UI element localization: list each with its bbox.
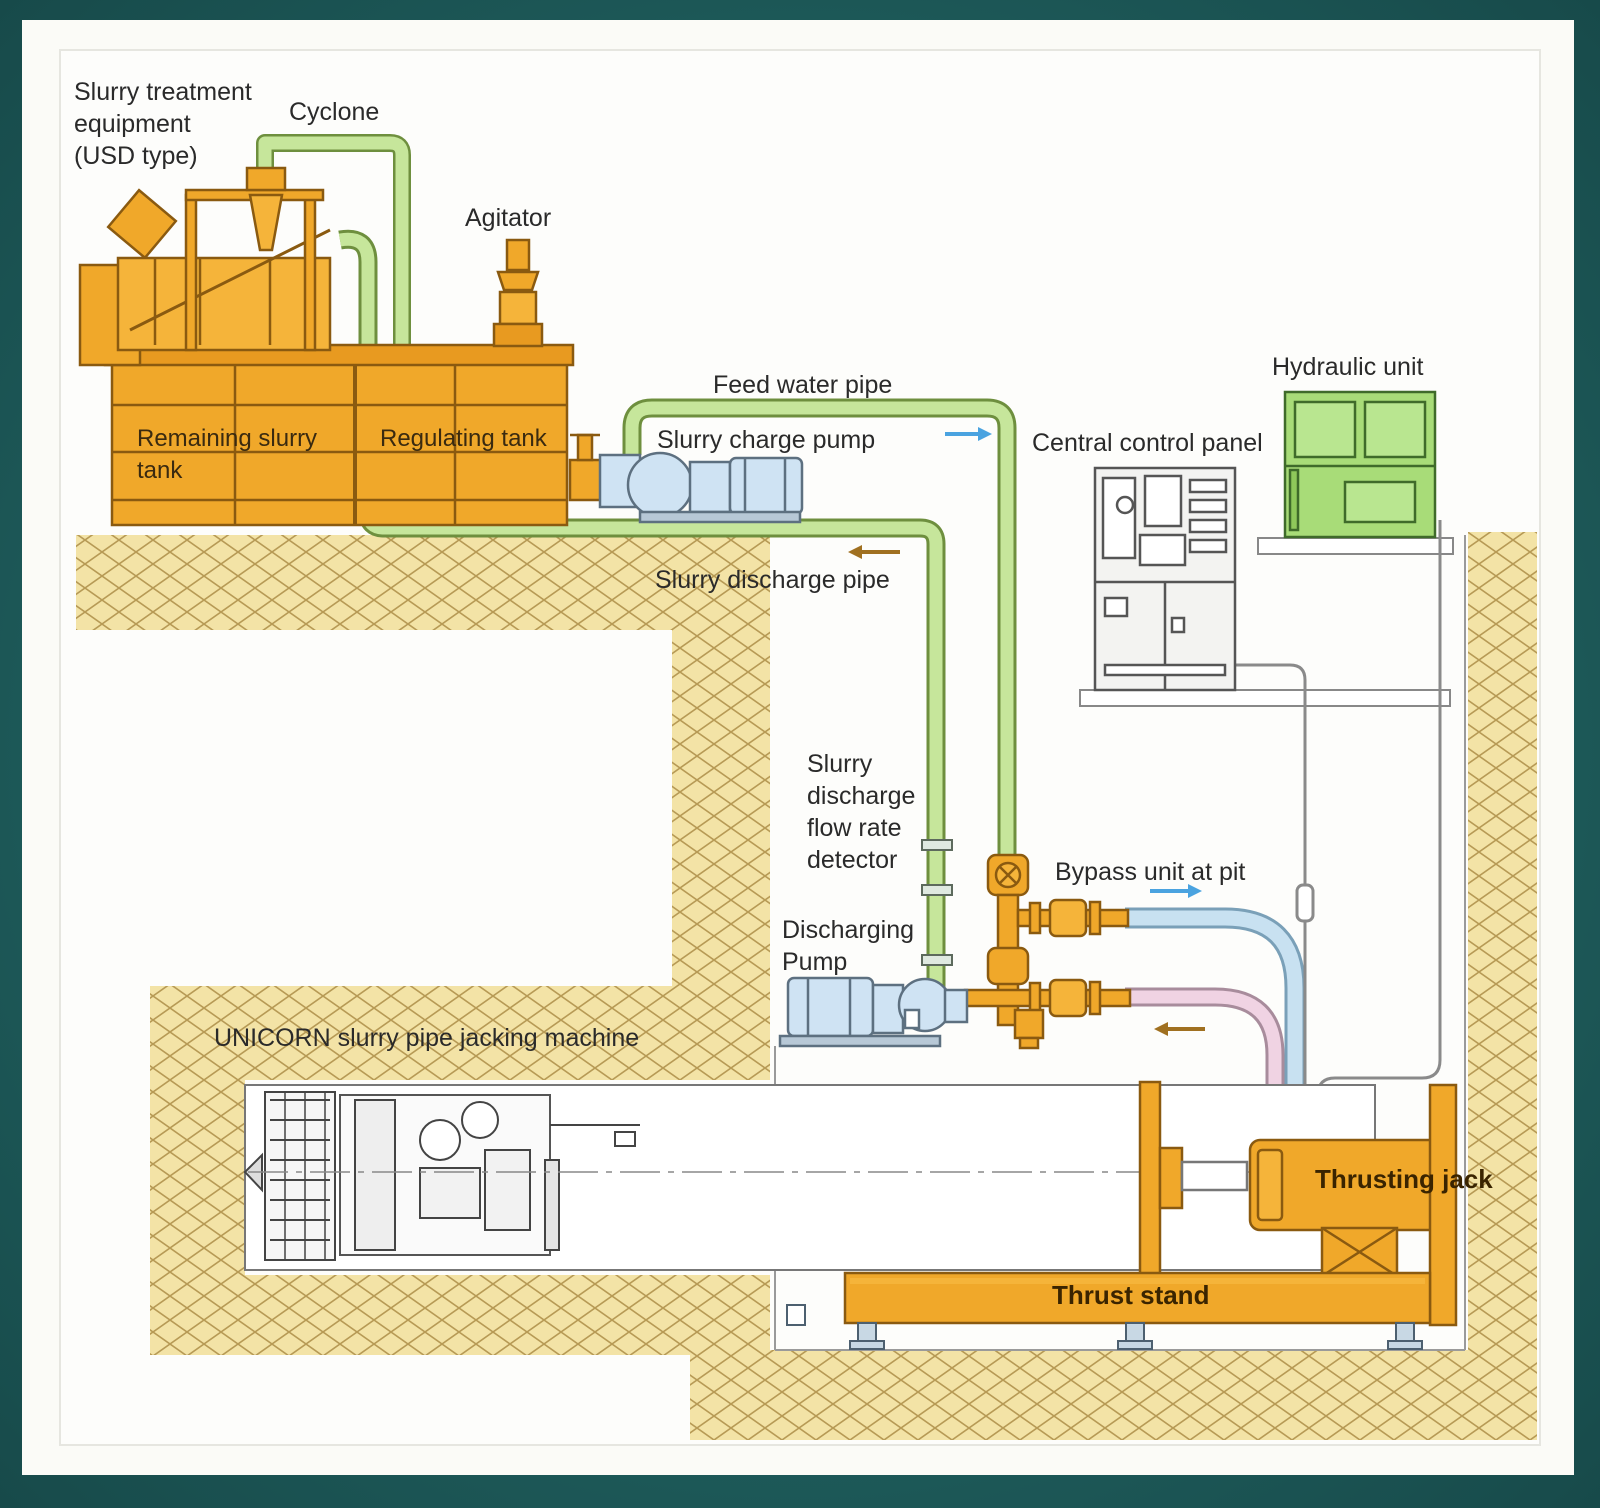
thrusting-jack-assembly: [843, 1080, 1458, 1327]
label-slurry-treatment-line-1: Slurry treatment: [74, 78, 252, 106]
label-remaining-slurry-tank-line-1: Remaining slurry: [137, 425, 317, 452]
label-central-control-panel: Central control panel: [1032, 429, 1263, 457]
slurry-charge-pump: [598, 451, 804, 524]
label-thrust-stand: Thrust stand: [1052, 1280, 1209, 1310]
hydraulic-unit-equipment: [1283, 390, 1437, 539]
label-flow-detector-line-2: discharge: [807, 782, 915, 810]
discharging-pump: [778, 976, 969, 1048]
label-bypass-unit: Bypass unit at pit: [1055, 858, 1245, 886]
flow-arrow-discharge: [848, 545, 900, 559]
flow-arrow-bypass-return: [1154, 1022, 1205, 1036]
label-cyclone: Cyclone: [289, 98, 379, 126]
feed-water-pipe: [622, 398, 1017, 862]
slurry-treatment-equipment: [78, 166, 608, 527]
label-remaining-slurry-tank-line-2: tank: [137, 457, 183, 484]
label-discharging-pump-line-1: Discharging: [782, 916, 914, 944]
cyclone-pipe: [256, 134, 411, 364]
flow-arrow-feed: [945, 427, 992, 441]
return-hose-pink: [1125, 987, 1285, 1110]
thrust-stand-feet: [786, 1304, 1423, 1350]
flow-rate-detector: [921, 839, 953, 966]
label-flow-detector-line-1: Slurry: [807, 750, 873, 778]
ground-soil: [76, 532, 1537, 1440]
hydraulic-unit-shelf: [1257, 537, 1454, 555]
label-regulating-tank: Regulating tank: [380, 425, 548, 452]
label-slurry-discharge-pipe: Slurry discharge pipe: [655, 566, 890, 594]
label-agitator: Agitator: [465, 204, 551, 232]
label-slurry-treatment-line-3: (USD type): [74, 142, 198, 170]
label-feed-water-pipe: Feed water pipe: [713, 371, 892, 399]
label-flow-detector-line-4: detector: [807, 846, 897, 874]
label-slurry-charge-pump: Slurry charge pump: [657, 426, 875, 454]
label-hydraulic-unit: Hydraulic unit: [1272, 353, 1424, 381]
flow-arrow-bypass-feed: [1150, 884, 1202, 898]
label-flow-detector-line-3: flow rate: [807, 814, 901, 842]
central-control-panel-unit: [1093, 466, 1237, 692]
label-unicorn-machine: UNICORN slurry pipe jacking machine: [214, 1024, 639, 1052]
label-slurry-treatment-line-2: equipment: [74, 110, 191, 138]
bypass-unit: [963, 853, 1132, 1050]
control-panel-shelf: [1079, 689, 1451, 707]
label-thrusting-jack: Thrusting jack: [1315, 1164, 1493, 1194]
label-discharging-pump-line-2: Pump: [782, 948, 847, 976]
